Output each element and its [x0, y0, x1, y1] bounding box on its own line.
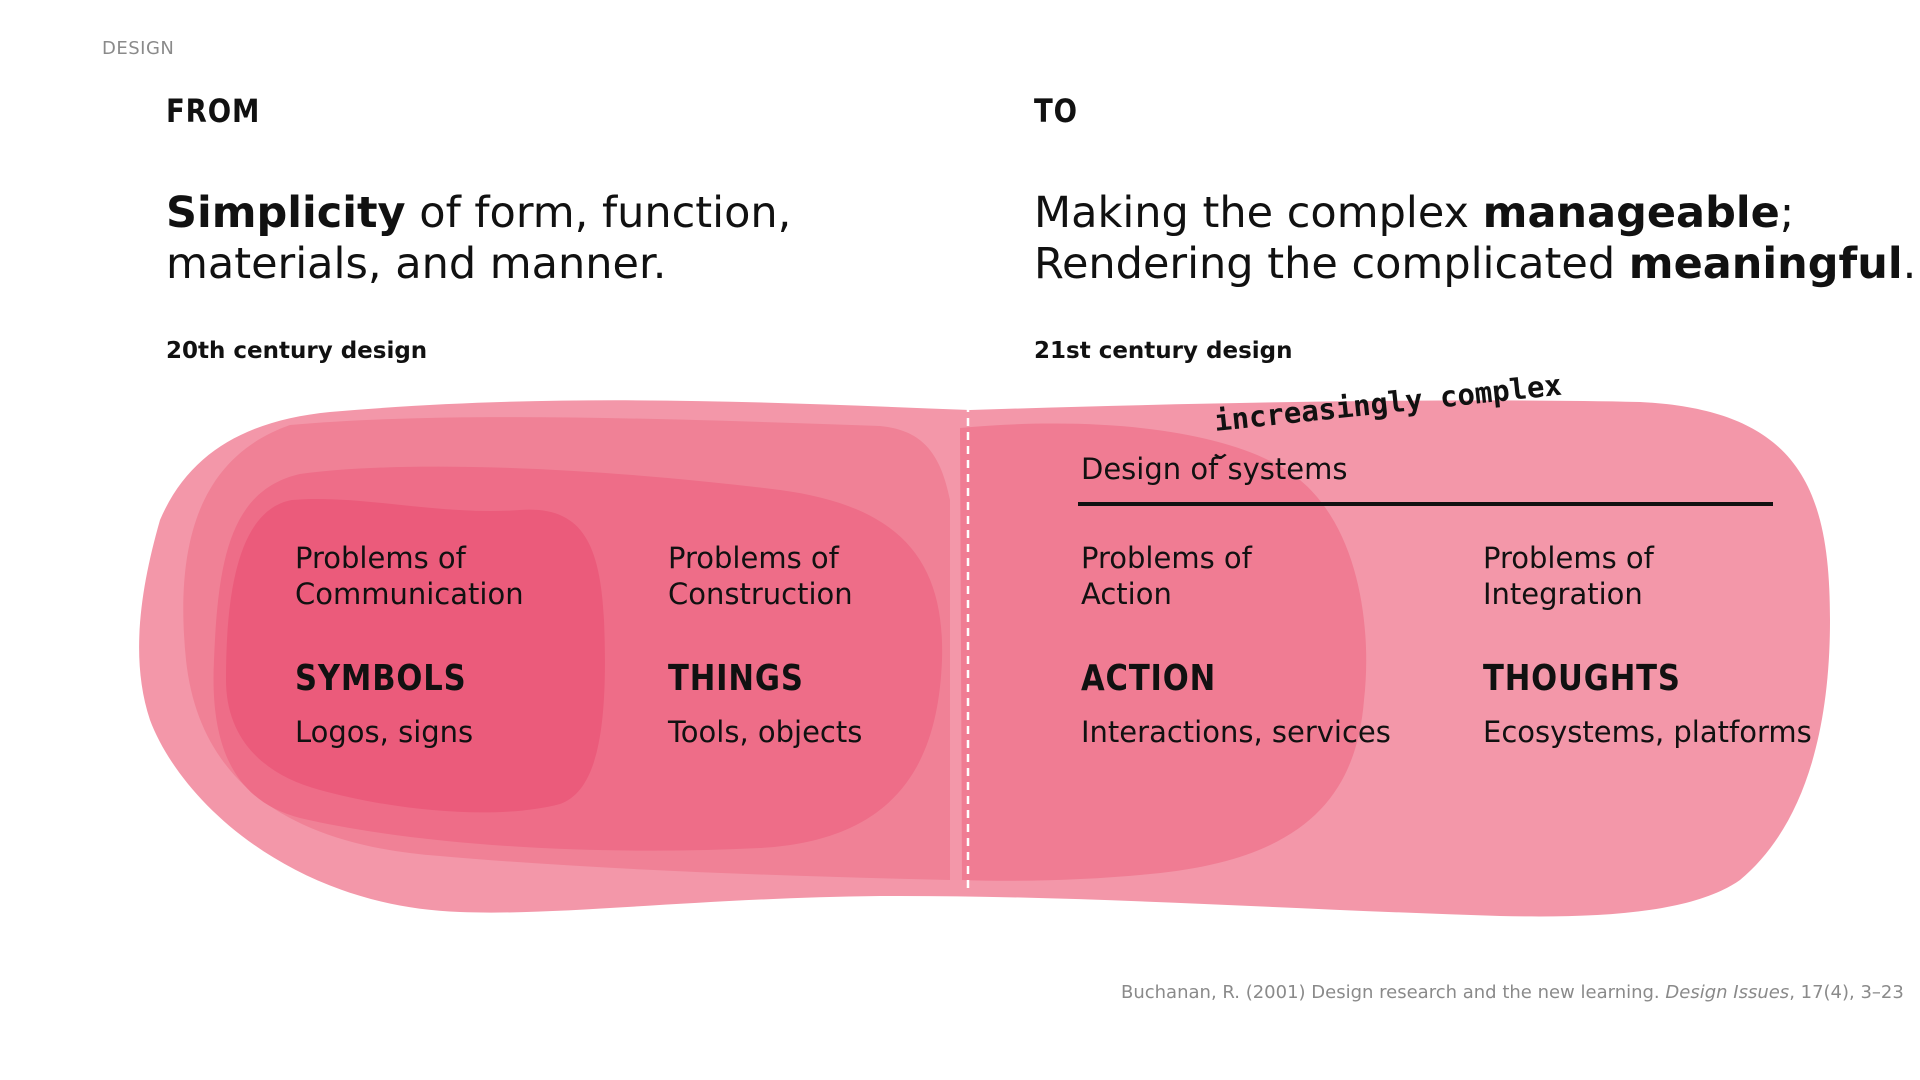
to-statement-line1-pre: Making the complex	[1034, 188, 1483, 238]
category-examples: Tools, objects	[668, 715, 863, 749]
to-statement-keyword-1: manageable	[1482, 188, 1780, 238]
from-era-label: 20th century design	[166, 338, 428, 364]
to-statement-line2-pre: Rendering the complicated	[1034, 239, 1629, 289]
caret-down-icon: ⌄	[1208, 440, 1233, 464]
category-title: THOUGHTS	[1483, 658, 1681, 699]
category-examples: Logos, signs	[295, 715, 474, 749]
citation: Buchanan, R. (2001) Design research and …	[1121, 982, 1904, 1003]
to-era-label: 21st century design	[1034, 338, 1293, 364]
action-blob	[960, 423, 1367, 881]
design-of-systems-label: Design of systems	[1081, 452, 1348, 486]
citation-journal: Design Issues	[1665, 982, 1790, 1003]
to-heading: TO	[1034, 92, 1078, 130]
category-title: THINGS	[668, 658, 804, 699]
from-heading: FROM	[166, 92, 261, 130]
from-statement-line2: materials, and manner.	[166, 239, 667, 289]
systems-rule	[1078, 502, 1773, 506]
category-examples: Ecosystems, platforms	[1483, 715, 1812, 749]
from-statement: Simplicity of form, function, materials,…	[166, 188, 791, 290]
from-statement-keyword: Simplicity	[166, 188, 406, 238]
to-statement-line2-post: .	[1902, 239, 1917, 289]
to-statement: Making the complex manageable; Rendering…	[1034, 188, 1916, 290]
category-examples: Interactions, services	[1081, 715, 1391, 749]
section-tag: DESIGN	[102, 38, 175, 59]
to-statement-line1-post: ;	[1779, 188, 1795, 238]
inner-blob	[226, 498, 605, 813]
to-statement-keyword-2: meaningful	[1628, 239, 1903, 289]
from-statement-line1: of form, function,	[405, 188, 792, 238]
category-title: SYMBOLS	[295, 658, 467, 699]
category-title: ACTION	[1081, 658, 1217, 699]
